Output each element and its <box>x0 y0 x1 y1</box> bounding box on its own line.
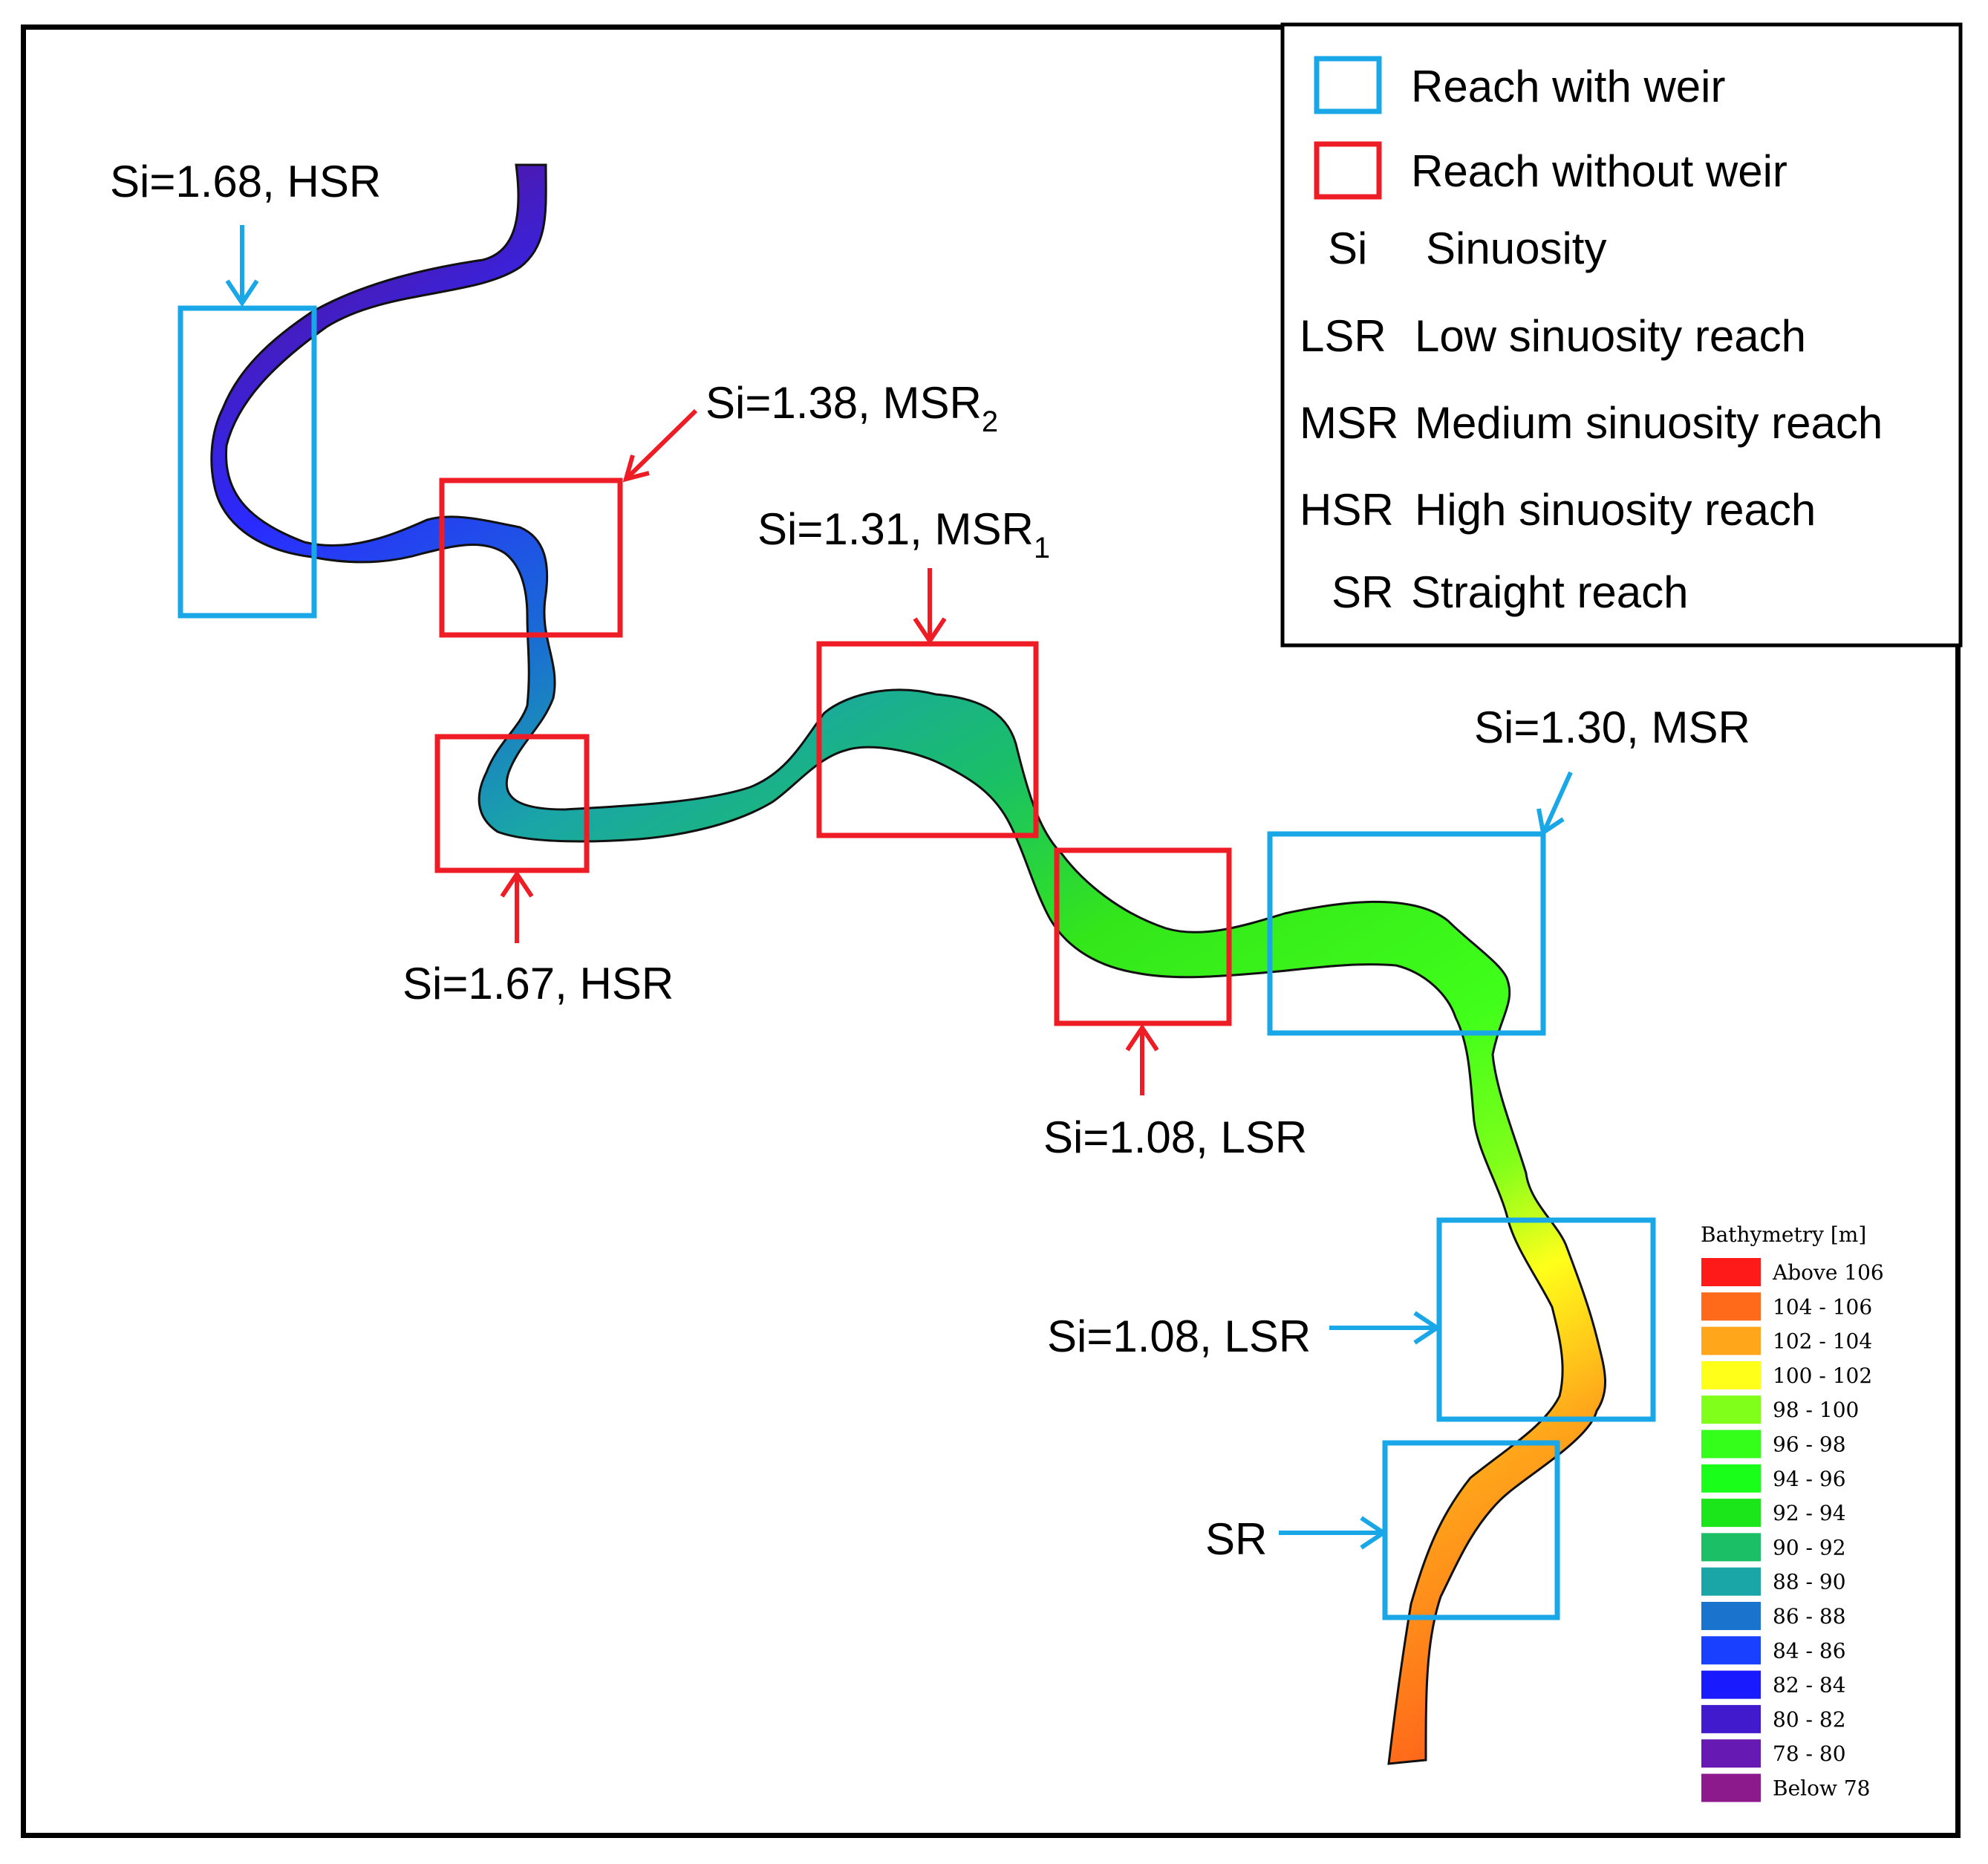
legend-meaning-hsr: High sinuosity reach <box>1415 485 1816 535</box>
label-r1: Si=1.68, HSR <box>110 157 381 206</box>
colorbar-swatch <box>1701 1533 1761 1562</box>
legend-meaning-lsr: Low sinuosity reach <box>1415 311 1806 361</box>
reach-box-r8 <box>1382 1440 1560 1620</box>
colorbar-swatch <box>1701 1636 1761 1665</box>
label-r6: Si=1.30, MSR <box>1474 703 1750 752</box>
arrow-r2 <box>622 408 698 483</box>
reach-box-r7 <box>1436 1217 1656 1422</box>
colorbar-label: 98 - 100 <box>1773 1398 1859 1422</box>
arrow-r7 <box>1329 1311 1441 1345</box>
legend-label-noweir: Reach without weir <box>1411 146 1787 196</box>
reach-box-r2 <box>439 478 623 638</box>
arrow-r6 <box>1536 771 1573 837</box>
arrow-r4 <box>913 568 947 645</box>
reach-box-r3 <box>434 734 590 873</box>
colorbar-swatch <box>1701 1704 1761 1733</box>
river-channel <box>210 163 1606 1765</box>
legend-swatch-noweir <box>1314 141 1382 200</box>
colorbar-label: 80 - 82 <box>1773 1707 1846 1732</box>
colorbar-swatch <box>1701 1567 1761 1596</box>
colorbar-label: 84 - 86 <box>1773 1638 1846 1663</box>
map-frame <box>21 25 1961 1838</box>
legend: Reach with weir Reach without weir Si Si… <box>1280 22 1963 648</box>
legend-meaning-sr: Straight reach <box>1411 567 1689 617</box>
label-r7: Si=1.08, LSR <box>1047 1311 1311 1361</box>
reach-box-r6 <box>1267 831 1546 1036</box>
legend-abbr-hsr: HSR <box>1300 485 1394 535</box>
bathymetry-colorbar: Bathymetry [m] Above 106 104 - 106 102 - 1… <box>1701 1222 1884 1802</box>
colorbar-swatch <box>1701 1739 1761 1768</box>
reach-box-r5 <box>1054 847 1232 1026</box>
colorbar-swatch <box>1701 1395 1761 1424</box>
colorbar-label: 92 - 94 <box>1773 1501 1846 1525</box>
colorbar-label: 90 - 92 <box>1773 1535 1846 1560</box>
colorbar-swatch <box>1701 1464 1761 1493</box>
colorbar-label: 102 - 104 <box>1773 1329 1872 1354</box>
colorbar-label: 82 - 84 <box>1773 1673 1846 1698</box>
label-r4: Si=1.31, MSR1 <box>757 504 1050 564</box>
legend-meaning-msr: Medium sinuosity reach <box>1415 398 1883 448</box>
colorbar-swatch <box>1701 1670 1761 1699</box>
legend-swatch-weir <box>1314 56 1382 114</box>
colorbar-swatch <box>1701 1360 1761 1389</box>
colorbar-swatch <box>1701 1430 1761 1459</box>
colorbar-label: 100 - 102 <box>1773 1363 1872 1388</box>
legend-abbr-msr: MSR <box>1300 398 1398 448</box>
legend-abbr-si: Si <box>1328 224 1367 273</box>
colorbar-swatch <box>1701 1773 1761 1802</box>
arrow-r1 <box>225 225 259 307</box>
label-r5: Si=1.08, LSR <box>1043 1112 1307 1162</box>
colorbar-label: 96 - 98 <box>1773 1433 1846 1457</box>
legend-frame <box>1280 22 1963 648</box>
colorbar-label: Below 78 <box>1773 1776 1870 1801</box>
arrow-r3 <box>500 870 534 943</box>
legend-abbr-sr: SR <box>1332 567 1393 617</box>
legend-abbr-lsr: LSR <box>1300 311 1386 361</box>
colorbar-swatch <box>1701 1326 1761 1355</box>
colorbar-swatch <box>1701 1258 1761 1286</box>
legend-meaning-si: Sinuosity <box>1426 224 1606 273</box>
arrow-r5 <box>1125 1023 1159 1095</box>
colorbar-swatch <box>1701 1602 1761 1630</box>
legend-label-weir: Reach with weir <box>1411 62 1726 111</box>
colorbar-label: 104 - 106 <box>1773 1294 1872 1319</box>
reach-box-r4 <box>816 641 1039 838</box>
colorbar-title: Bathymetry [m] <box>1701 1222 1866 1247</box>
colorbar-label: 86 - 88 <box>1773 1604 1846 1629</box>
reach-box-r1 <box>177 305 317 619</box>
arrow-r8 <box>1279 1516 1388 1550</box>
label-r8: SR <box>1205 1514 1267 1564</box>
colorbar-swatch <box>1701 1499 1761 1528</box>
colorbar-label: 88 - 90 <box>1773 1570 1846 1594</box>
colorbar-label: Above 106 <box>1772 1260 1884 1285</box>
colorbar-label: 78 - 80 <box>1773 1741 1846 1766</box>
colorbar-swatch <box>1701 1292 1761 1321</box>
label-r3: Si=1.67, HSR <box>403 959 674 1008</box>
label-r2: Si=1.38, MSR2 <box>705 378 998 438</box>
colorbar-label: 94 - 96 <box>1773 1467 1846 1491</box>
